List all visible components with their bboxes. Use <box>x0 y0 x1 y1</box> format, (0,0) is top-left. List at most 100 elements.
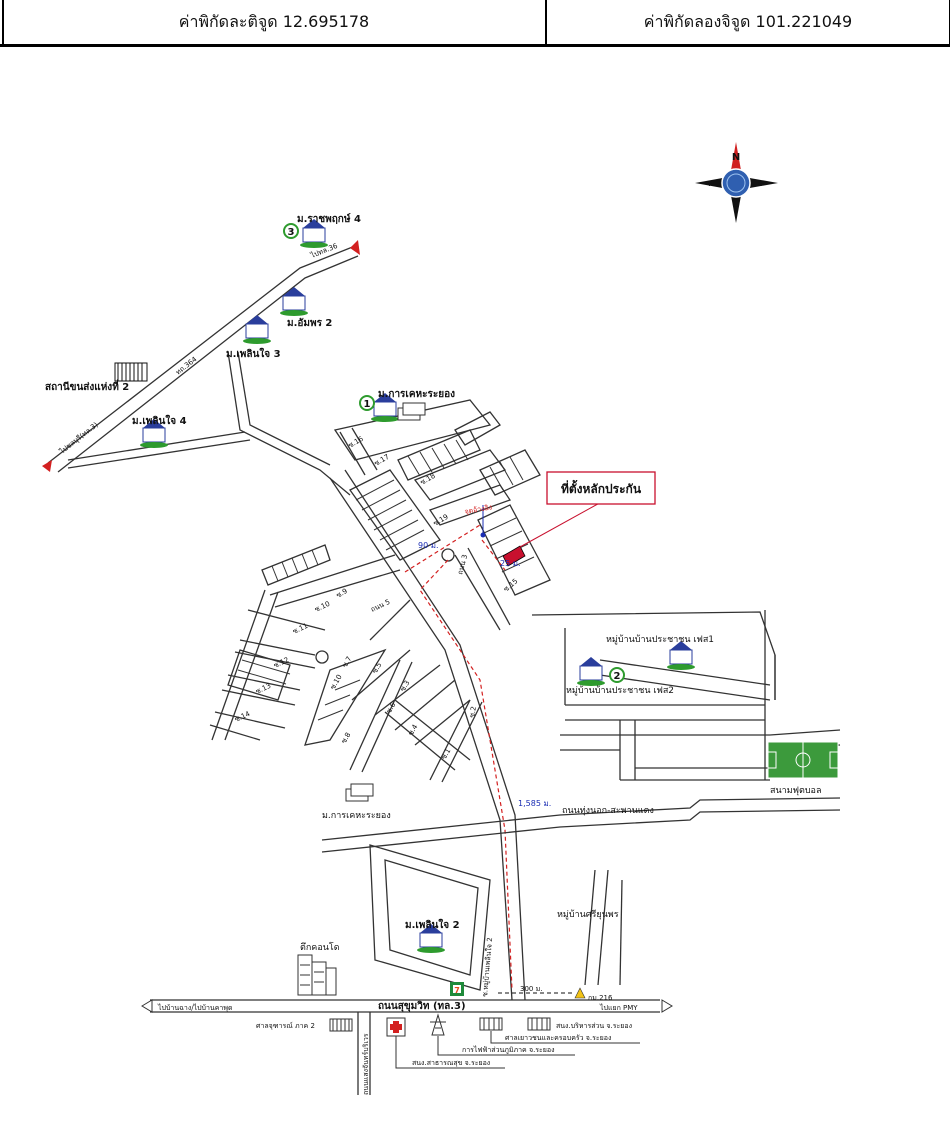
label-to-bankhai: ไปบ้านฉาง/ไปบ้านคาพุด <box>157 1003 233 1012</box>
housing-block-west <box>209 544 483 783</box>
label-soi19: ซ.19 <box>432 513 450 528</box>
road-loop <box>227 351 351 496</box>
house-icon-rachaphruek <box>300 219 328 248</box>
house-icon-ploenjai3 <box>243 315 271 344</box>
label-soi14: ซ.14 <box>233 710 251 724</box>
label-soi6: ซ.6 <box>385 701 398 715</box>
house-icon-ploenjai4 <box>140 419 168 448</box>
label-soi10a: ซ.10 <box>313 600 331 614</box>
label-soi10b: ซ.10 <box>329 673 344 691</box>
property-callout: ที่ตั้งหลักประกัน <box>519 471 656 548</box>
compass-s: S <box>734 205 739 213</box>
label-dist1585: 1,585 ม. <box>518 799 551 808</box>
seven-eleven-text: 7 <box>454 986 460 995</box>
label-youth-court: ศาลเยาวชนและครอบครัว จ.ระยอง <box>505 1034 611 1042</box>
house-icon-prachachon2 <box>577 657 605 686</box>
marker-1: 1 <box>359 395 375 411</box>
label-km216: กม.216 <box>588 994 613 1002</box>
label-office-district: สนง.บริหารส่วน จ.ระยอง <box>556 1022 632 1030</box>
label-soi1: ซ.1 <box>440 747 453 761</box>
highway-364 <box>42 240 360 473</box>
label-road364: ทถ.364 <box>174 355 199 377</box>
village-prachachon-grid <box>531 610 841 781</box>
label-road36-sw: ไปชลบุรี(ทล.3) <box>57 420 100 456</box>
label-road-nongnok: ถนนทุ่งนอก-สะพานแดง <box>562 806 654 816</box>
electric-tower-icon <box>430 1013 446 1036</box>
seven-eleven-icon: 7 <box>450 982 464 996</box>
label-to-pmy: ไปแยก PMY <box>599 1003 638 1012</box>
label-sukhumvit: ถนนสุขุมวิท (ทล.3) <box>378 1000 466 1012</box>
label-prachachon1: หมู่บ้านบ้านประชาชน เฟส1 <box>606 634 714 645</box>
label-soi12: ซ.12 <box>272 656 290 670</box>
compass-n: N <box>732 152 740 163</box>
label-soi7: ซ.7 <box>341 655 354 669</box>
road-sukhumvit <box>141 999 673 1095</box>
label-road-saengchan: ถนนแสงจันทร์บริเวร <box>362 1033 370 1095</box>
label-soi8: ซ.8 <box>340 731 353 745</box>
km216-marker-icon <box>574 987 586 999</box>
label-soi5: ซ.5 <box>371 661 384 675</box>
hospital-cross-icon <box>386 1017 406 1037</box>
header-divider <box>0 44 950 47</box>
condo-tower-icon <box>297 954 337 996</box>
label-soi16: ซ.16 <box>347 435 365 450</box>
compass-e: E <box>758 180 762 188</box>
label-refpoint: จุดอ้างอิง <box>464 503 493 516</box>
housing-block-ploenjai2 <box>369 844 491 991</box>
label-sriyunporn: หมู่บ้านศรียุนพร <box>557 909 619 920</box>
label-court: ศาลจุฑารณ์ ภาค 2 <box>256 1022 315 1030</box>
latitude-text: ค่าพิกัดละติจูด 12.695178 <box>2 0 544 44</box>
label-karnkheha1: ม.การเคหะระยอง <box>378 389 455 400</box>
label-soi4: ซ.4 <box>407 723 420 737</box>
marker-2: 2 <box>609 667 625 683</box>
label-ploenjai2: ม.เพลินใจ 2 <box>405 918 460 931</box>
label-dist25: 25 ม. <box>500 559 521 568</box>
label-soi11: ซ.11 <box>291 622 309 636</box>
label-amporn2: ม.อัมพร 2 <box>287 317 332 329</box>
compass-w: W <box>708 180 715 188</box>
label-soi15: ซ.15 <box>502 577 519 593</box>
label-electric: การไฟฟ้าส่วนภูมิภาค จ.ระยอง <box>462 1045 555 1054</box>
label-rachaphruek4: ม.ราชพฤกษ์ 4 <box>297 213 361 225</box>
label-road5: ถนน 5 <box>369 598 391 614</box>
label-soi3: ซ.3 <box>399 679 412 693</box>
label-football: สนามฟุตบอล <box>770 786 821 796</box>
label-road3: ถนน 3 <box>456 554 469 576</box>
house-icon-karnkheha <box>371 393 426 422</box>
court-building-icon <box>329 1018 353 1032</box>
label-ploenjai4: ม.เพลินใจ 4 <box>132 414 187 427</box>
roundabout-main <box>441 548 455 562</box>
housing-block-a <box>349 469 441 561</box>
roundabout-west <box>315 650 329 664</box>
main-road <box>329 469 526 1001</box>
marker-3: 3 <box>283 223 299 239</box>
label-station2: สถานีขนส่งแห่งที่ 2 <box>45 379 129 393</box>
coordinate-header: ค่าพิกัดละติจูด 12.695178 ค่าพิกัดลองจิจ… <box>0 0 950 47</box>
label-soi2: ซ.2 <box>468 706 478 719</box>
svg-text:1: 1 <box>364 399 371 410</box>
house-icon-ploenjai2 <box>417 924 445 953</box>
bus-station-icon <box>114 362 148 382</box>
housing-block-b <box>333 399 541 526</box>
callout-title: ที่ตั้งหลักประกัน <box>561 479 642 496</box>
svg-text:2: 2 <box>614 671 621 682</box>
house-icon-prachachon1 <box>667 641 695 670</box>
label-health: สนง.สาธารณสุข จ.ระยอง <box>412 1059 490 1067</box>
svg-text:3: 3 <box>288 227 295 238</box>
label-ploenjai3: ม.เพลินใจ 3 <box>226 347 281 360</box>
label-prachachon2: หมู่บ้านบ้านประชาชน เฟส2 <box>566 685 674 696</box>
label-karnkheha2: ม.การเคหะระยอง <box>322 811 391 821</box>
route-path <box>404 505 513 991</box>
district-office-building-icon <box>527 1017 551 1031</box>
house-icon-amporn <box>280 287 308 316</box>
label-tower: ตึกคอนโด <box>300 942 340 953</box>
property-marker <box>502 545 526 567</box>
youth-court-building-icon <box>479 1017 503 1031</box>
football-field-icon <box>767 741 839 779</box>
label-dist300: 300 ม. <box>520 985 542 993</box>
label-soi13: ซ.13 <box>254 682 272 696</box>
compass-icon: N S E W <box>695 142 778 223</box>
label-dist90: 90 ม. <box>418 541 439 550</box>
road-nongnok <box>321 797 841 853</box>
